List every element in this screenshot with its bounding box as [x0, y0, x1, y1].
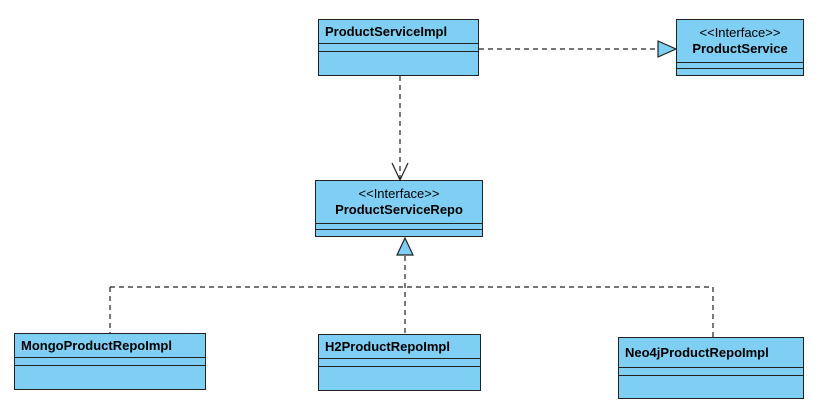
- class-neo4j-product-repo-impl[interactable]: Neo4jProductRepoImpl: [618, 337, 804, 399]
- realization-arrowhead-service: [657, 40, 678, 58]
- class-header: Neo4jProductRepoImpl: [619, 338, 803, 368]
- class-name: ProductServiceRepo: [335, 202, 463, 217]
- stereotype-label: <<Interface>>: [699, 25, 781, 40]
- class-h2-product-repo-impl[interactable]: H2ProductRepoImpl: [318, 334, 481, 391]
- class-header: <<Interface>> ProductServiceRepo: [316, 181, 482, 224]
- class-mongo-product-repo-impl[interactable]: MongoProductRepoImpl: [14, 333, 206, 390]
- operations-compartment: [319, 52, 478, 75]
- operations-compartment: [316, 230, 482, 236]
- class-header: MongoProductRepoImpl: [15, 334, 205, 358]
- attributes-compartment: [319, 44, 478, 52]
- operations-compartment: [319, 367, 480, 390]
- class-name: ProductServiceImpl: [325, 23, 448, 39]
- attributes-compartment: [316, 224, 482, 230]
- interface-product-service[interactable]: <<Interface>> ProductService: [676, 19, 804, 76]
- operations-compartment: [619, 376, 803, 398]
- class-header: <<Interface>> ProductService: [677, 20, 803, 63]
- class-name: Neo4jProductRepoImpl: [625, 344, 769, 360]
- attributes-compartment: [15, 358, 205, 366]
- attributes-compartment: [319, 359, 480, 367]
- operations-compartment: [677, 69, 803, 75]
- class-product-service-impl[interactable]: ProductServiceImpl: [318, 19, 479, 76]
- operations-compartment: [15, 366, 205, 389]
- attributes-compartment: [677, 63, 803, 69]
- class-name: MongoProductRepoImpl: [21, 337, 172, 353]
- stereotype-label: <<Interface>>: [358, 186, 440, 201]
- class-header: ProductServiceImpl: [319, 20, 478, 44]
- attributes-compartment: [619, 368, 803, 376]
- class-name: H2ProductRepoImpl: [325, 338, 450, 354]
- class-header: H2ProductRepoImpl: [319, 335, 480, 359]
- class-name: ProductService: [692, 41, 788, 56]
- interface-product-service-repo[interactable]: <<Interface>> ProductServiceRepo: [315, 180, 483, 237]
- realization-arrowhead-repo: [396, 236, 414, 256]
